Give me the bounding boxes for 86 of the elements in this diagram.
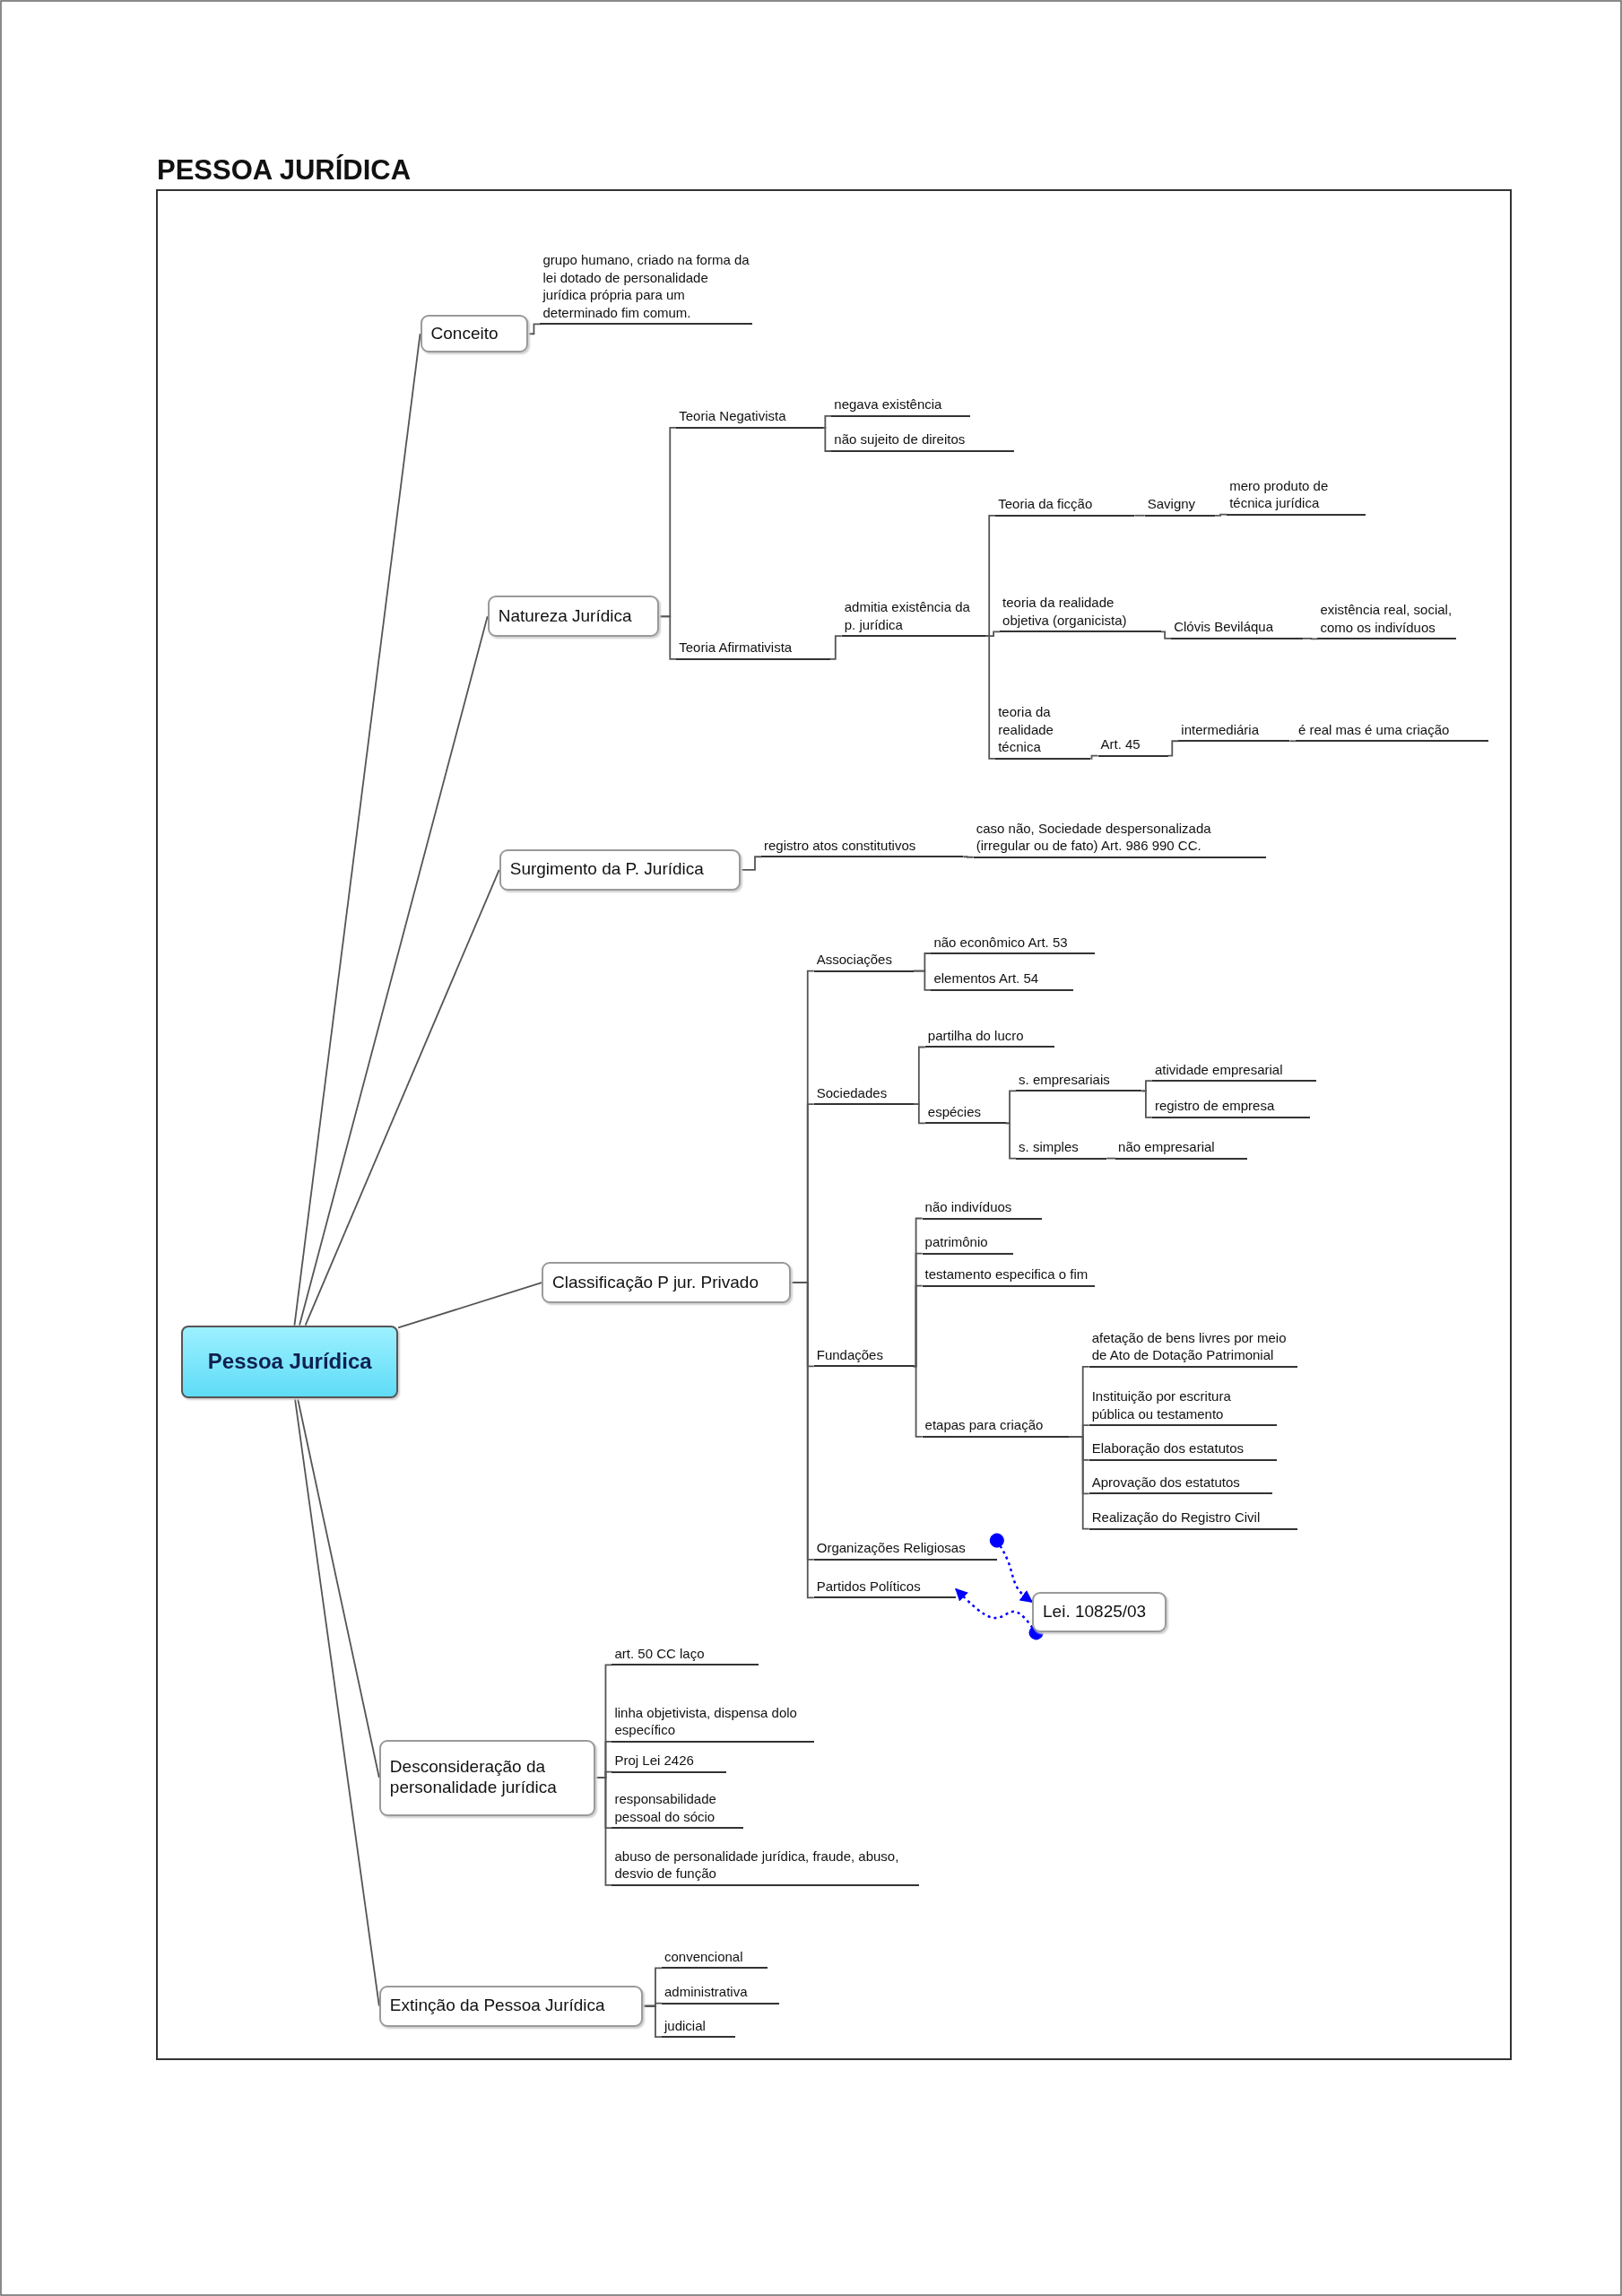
- underlined-subtopic: Instituição por escritura pública ou testamento: [1089, 1387, 1277, 1427]
- underlined-subtopic: Teoria Negativista: [676, 407, 823, 429]
- branch-line: [962, 856, 975, 858]
- underlined-subtopic: teoria da realidade objetiva (organicista): [1000, 594, 1161, 633]
- underlined-subtopic: judicial: [661, 2016, 735, 2039]
- underlined-subtopic: Realização do Registro Civil: [1089, 1509, 1297, 1530]
- underlined-subtopic: Elaboração dos estatutos: [1089, 1439, 1277, 1461]
- underlined-subtopic: testamento especifica o fim: [922, 1265, 1096, 1287]
- underlined-subtopic: não econômico Art. 53: [931, 933, 1096, 954]
- topic-box: Classificação P jur. Privado: [542, 1262, 791, 1304]
- branch-line: [1288, 740, 1297, 743]
- underlined-subtopic: Partidos Políticos: [813, 1577, 957, 1599]
- branch-line: [821, 414, 833, 429]
- underlined-subtopic: administrativa: [661, 1983, 779, 2005]
- underlined-subtopic: grupo humano, criado na forma da lei dotado de personalidade jurídica própria para um determinado fim comum.: [540, 251, 753, 326]
- underlined-subtopic: caso não, Sociedade despersonalizada (irregular ou de fato) Art. 986 990 CC.: [973, 819, 1267, 858]
- underlined-subtopic: patrimônio: [922, 1233, 1013, 1255]
- topic-box: Surgimento da P. Jurídica: [499, 848, 742, 891]
- underlined-subtopic: intermediária: [1178, 720, 1290, 743]
- underlined-subtopic: é real mas é uma criação: [1295, 720, 1489, 743]
- underlined-subtopic: espécies: [924, 1102, 1006, 1125]
- underlined-subtopic: admitia existência da p. jurídica: [841, 598, 985, 638]
- branch-line: [397, 1282, 542, 1329]
- branch-line: [1141, 1090, 1153, 1118]
- topic-box: Extinção da Pessoa Jurídica: [378, 1985, 643, 2027]
- topic-box: Desconsideração da personalidade jurídica: [378, 1739, 596, 1816]
- underlined-subtopic: s. simples: [1016, 1138, 1107, 1160]
- relationship-arrow: [955, 1587, 1044, 1640]
- underlined-subtopic: não indivíduos: [922, 1198, 1043, 1220]
- underlined-subtopic: Proj Lei 2426: [612, 1752, 726, 1773]
- branch-line: [594, 1777, 613, 1886]
- underlined-subtopic: não sujeito de direitos: [831, 430, 1015, 452]
- underlined-subtopic: registro atos constitutivos: [761, 836, 964, 858]
- topic-box: Lei. 10825/03: [1032, 1591, 1167, 1633]
- underlined-subtopic: art. 50 CC laço: [612, 1644, 759, 1666]
- central-topic-box: Pessoa Jurídica: [181, 1325, 399, 1399]
- branch-line: [740, 856, 762, 871]
- branch-line: [1133, 514, 1146, 517]
- underlined-subtopic: s. empresariais: [1016, 1070, 1142, 1092]
- branch-line: [828, 635, 843, 660]
- underlined-subtopic: abuso de personalidade jurídica, fraude, abuso, desvio de função: [612, 1847, 920, 1886]
- branch-line: [912, 1103, 926, 1125]
- topic-box: Natureza Jurídica: [487, 596, 659, 638]
- underlined-subtopic: Sociedades: [813, 1083, 914, 1106]
- underlined-subtopic: linha objetivista, dispensa dolo específico: [612, 1703, 814, 1743]
- branch-line: [1167, 740, 1180, 757]
- branch-line: [304, 868, 500, 1326]
- underlined-subtopic: etapas para criação: [922, 1416, 1069, 1438]
- branch-line: [1004, 1122, 1017, 1160]
- page-title: PESSOA JURÍDICA: [157, 154, 412, 187]
- underlined-subtopic: não empresarial: [1115, 1138, 1248, 1160]
- branch-line: [1106, 1157, 1116, 1160]
- branch-line: [1089, 754, 1099, 760]
- underlined-subtopic: convencional: [661, 1947, 768, 1970]
- branch-line: [984, 635, 997, 760]
- underlined-subtopic: Aprovação dos estatutos: [1089, 1473, 1272, 1495]
- underlined-subtopic: mero produto de técnica jurídica: [1227, 476, 1366, 516]
- underlined-subtopic: Organizações Religiosas: [813, 1539, 997, 1561]
- underlined-subtopic: Savigny: [1144, 495, 1216, 517]
- branch-line: [527, 323, 542, 335]
- underlined-subtopic: atividade empresarial: [1151, 1060, 1316, 1083]
- branch-line: [657, 615, 678, 660]
- underlined-subtopic: Art. 45: [1097, 735, 1168, 757]
- branch-line: [1214, 513, 1228, 517]
- underlined-subtopic: Associações: [813, 951, 914, 972]
- underlined-subtopic: responsabilidade pessoal do sócio: [612, 1790, 744, 1830]
- topic-box: Conceito: [420, 315, 529, 353]
- underlined-subtopic: Teoria Afirmativista: [676, 639, 830, 660]
- branch-line: [1159, 631, 1173, 639]
- underlined-subtopic: partilha do lucro: [924, 1027, 1054, 1048]
- relationship-arrow: [989, 1533, 1034, 1604]
- underlined-subtopic: negava existência: [831, 396, 971, 417]
- branch-line: [1067, 1435, 1090, 1530]
- branch-line: [912, 970, 932, 991]
- underlined-subtopic: elementos Art. 54: [931, 970, 1073, 991]
- underlined-subtopic: afetação de bens livres por meio de Ato de Dotação Patrimonial: [1089, 1328, 1297, 1368]
- branch-line: [641, 2005, 663, 2039]
- underlined-subtopic: existência real, social, como os indivíduos: [1317, 601, 1457, 640]
- underlined-subtopic: registro de empresa: [1151, 1097, 1311, 1118]
- underlined-subtopic: teoria da realidade técnica: [995, 703, 1091, 760]
- branch-line: [912, 1365, 924, 1438]
- branch-line: [1302, 638, 1319, 640]
- branch-line: [821, 426, 833, 452]
- underlined-subtopic: Teoria da ficção: [995, 495, 1135, 517]
- underlined-subtopic: Clóvis Beviláqua: [1171, 618, 1304, 639]
- underlined-subtopic: Fundações: [813, 1345, 914, 1368]
